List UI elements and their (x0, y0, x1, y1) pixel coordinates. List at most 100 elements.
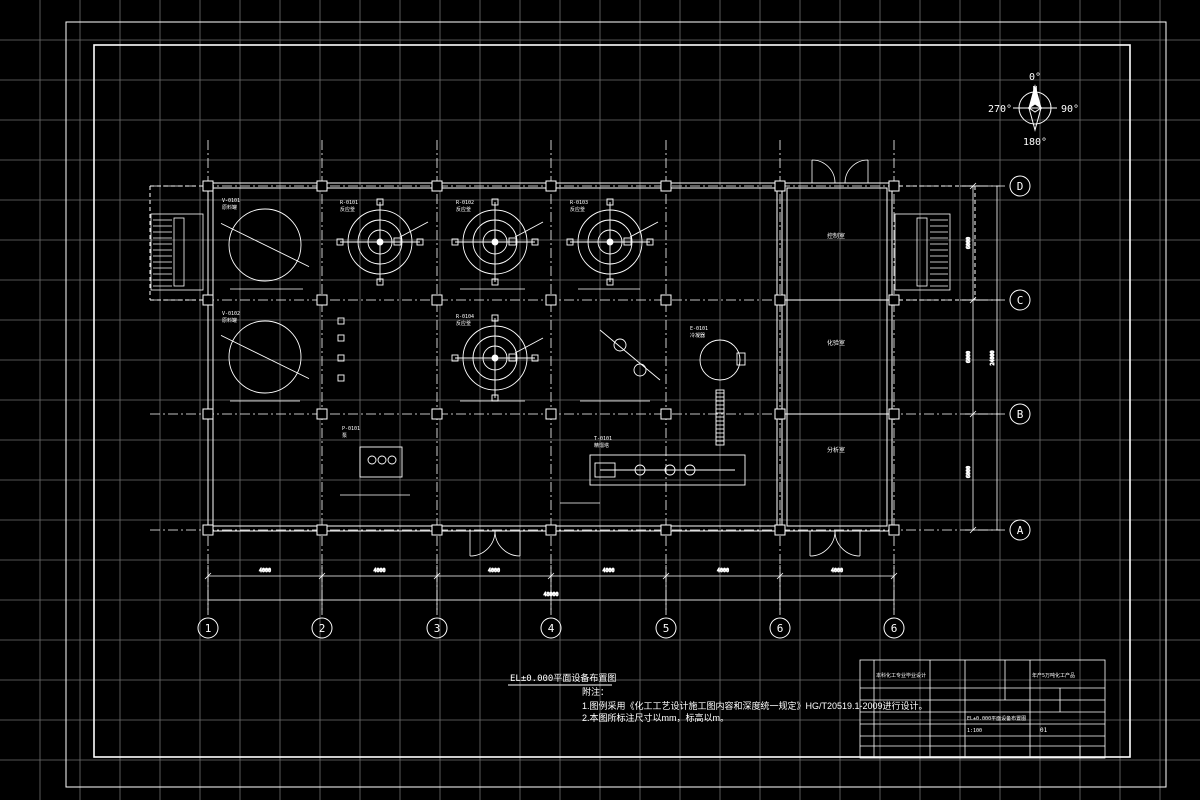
instrument-box (337, 317, 345, 325)
reactor-r0103-lug (606, 198, 614, 206)
equipment-tag-r0104: R-0104 (456, 314, 474, 320)
column-axis-label: 2 (319, 622, 326, 635)
column-axis-label: 6 (891, 622, 898, 635)
compass-north-label: 0° (1029, 72, 1041, 83)
condenser-e0101 (699, 339, 741, 381)
column-axis-bubble (426, 617, 448, 639)
equipment-name-r0104: 反应釜 (456, 320, 471, 327)
column-square (202, 524, 214, 536)
reactor-r0103-lug (566, 238, 574, 246)
vessel-link (599, 329, 661, 381)
dimension-label-bay: 4000 (717, 568, 729, 574)
column-square (545, 294, 557, 306)
note-2: 2.本图所标注尺寸以mm，标高以m。 (582, 713, 729, 723)
stair-right-treads (930, 219, 948, 287)
column-axis-label: 1 (205, 622, 212, 635)
column-square (660, 408, 672, 420)
column-square (431, 408, 443, 420)
column-square (774, 524, 786, 536)
column-t0101-tray (684, 464, 696, 476)
column-t0101 (589, 454, 746, 486)
column-axis-bubble (197, 617, 219, 639)
row-axis-bubble (1009, 175, 1031, 197)
dimension-tick (662, 572, 670, 580)
equipment-name-r0101: 反应釜 (340, 206, 355, 213)
dimension-tick (969, 182, 977, 190)
building-walls (149, 182, 980, 532)
compass-east-label: 90° (1061, 104, 1079, 115)
column-square (431, 180, 443, 192)
column-square (660, 294, 672, 306)
title-block-drawing-name: EL±0.000平面设备布置图 (967, 715, 1026, 722)
dimension-label-row: 6000 (966, 466, 972, 478)
compass-west-label: 270° (988, 104, 1012, 115)
equipment-tag-v0102: V-0102 (222, 311, 240, 317)
column-square (545, 524, 557, 536)
column-square (545, 180, 557, 192)
dimension-tick (969, 410, 977, 418)
reactor-r0104-lug (451, 354, 459, 362)
equipment-name-r0103: 反应釜 (570, 206, 585, 213)
reactor-r0102-lug (491, 278, 499, 286)
room-label-lab: 化验室 (827, 339, 845, 347)
column-square (888, 408, 900, 420)
column-square (888, 524, 900, 536)
dimension-tick (776, 572, 784, 580)
equipment-name-v0102: 原料罐 (222, 317, 237, 324)
column-axis-label: 6 (777, 622, 784, 635)
column-square (660, 524, 672, 536)
title-block-project: 年产5万吨化工产品 (1032, 672, 1075, 679)
equipment-layout (220, 198, 746, 486)
title-block-text: 本科化工专业毕业设计 年产5万吨化工产品 EL±0.000平面设备布置图 1:1… (876, 672, 1075, 734)
room-label-control: 控制室 (827, 232, 845, 240)
column-square (660, 180, 672, 192)
column-square (431, 524, 443, 536)
reactor-r0101-nozzle (393, 237, 402, 246)
reactor-r0101-lug (376, 278, 384, 286)
reactor-r0104-lug (491, 314, 499, 322)
stair-left (150, 213, 204, 291)
column-axis-label: 4 (548, 622, 555, 635)
column-axis-bubble (311, 617, 333, 639)
drawing-frame (65, 21, 1167, 788)
reactor-r0101-lug (376, 198, 384, 206)
column-t0101-tray (634, 464, 646, 476)
equipment-tag-r0101: R-0101 (340, 200, 358, 206)
tank-v0101 (228, 208, 302, 282)
column-square (202, 408, 214, 420)
column-square (888, 294, 900, 306)
column-square (316, 294, 328, 306)
reactor-r0101-leader (399, 221, 429, 238)
equipment-name-v0101: 原料罐 (222, 204, 237, 211)
tank-v0101-hatch (220, 222, 310, 268)
dimension-label-bay: 4000 (373, 568, 385, 574)
condenser-nozzle (736, 352, 746, 366)
dimension-label-bay: 4000 (602, 568, 614, 574)
column-square (202, 180, 214, 192)
reactor-r0102-lug (451, 238, 459, 246)
dimension-label-row: 6000 (966, 237, 972, 249)
title-block-scale: 1:100 (967, 728, 982, 734)
column-square (202, 294, 214, 306)
dimension-tick (204, 572, 212, 580)
column-square (774, 294, 786, 306)
dimension-tick (433, 572, 441, 580)
row-axis-bubble (1009, 403, 1031, 425)
reactor-r0103-nozzle (623, 237, 632, 246)
dimension-label-total-y: 24000 (990, 350, 996, 365)
pump-motor (367, 455, 377, 465)
compass-south-label: 180° (1023, 137, 1047, 148)
equipment-name-p0101: 泵 (342, 433, 347, 439)
column-square (545, 408, 557, 420)
equipment-tag-t0101: T-0101 (594, 436, 612, 442)
row-axis-label: C (1017, 294, 1024, 307)
reactor-r0102-lug (491, 198, 499, 206)
structural-columns (202, 180, 900, 536)
column-square (774, 180, 786, 192)
title-block (859, 659, 1106, 759)
column-axis-bubble (655, 617, 677, 639)
column-axis-label: 5 (663, 622, 670, 635)
instrument-box (337, 374, 345, 382)
